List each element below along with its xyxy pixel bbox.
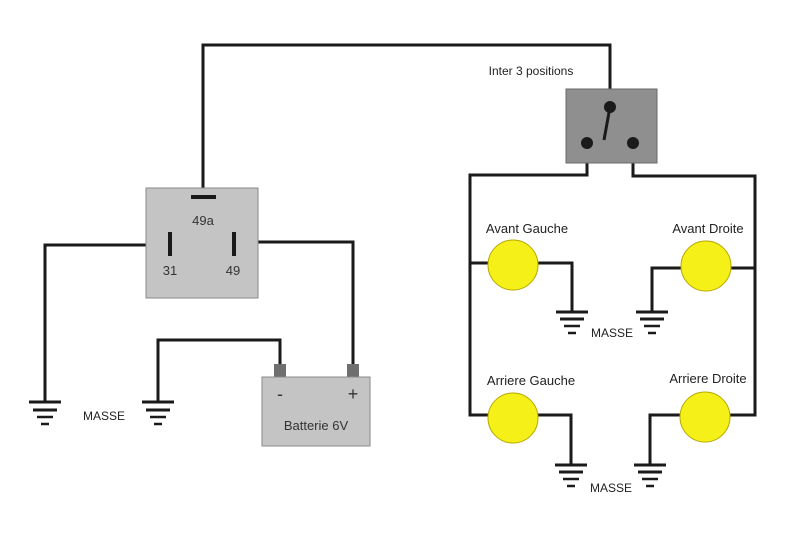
ground-left-1 [29,400,61,426]
ground-icon [29,400,61,426]
relay-pin-49a-label: 49a [192,213,214,228]
relay-pin-49a [191,195,216,199]
lamp-rear-left-label: Arriere Gauche [487,373,575,388]
ground-icon [636,310,668,335]
lamp-rear-left [487,392,539,444]
ground-left-2 [142,400,174,426]
ground-middle-label: MASSE [591,326,633,340]
lamp-front-right [680,240,732,292]
relay-pin-49 [232,232,236,256]
relay-pin-31-label: 31 [163,263,177,278]
battery: - + Batterie 6V [261,364,371,447]
ground-left-label: MASSE [83,409,125,423]
lamp-front-left-label: Avant Gauche [486,221,568,236]
ground-bottom-label: MASSE [590,481,632,495]
relay-pin-31 [168,232,172,256]
ground-front-left [556,310,588,335]
relay: 49a 31 49 [145,187,259,299]
ground-rear-right [634,463,666,488]
switch-terminal-left [581,137,593,149]
switch-terminal-center [604,101,616,113]
wire-battery-negative-to-ground [156,338,282,404]
wire-49-to-battery-positive [233,240,355,367]
battery-positive-terminal [347,364,359,378]
lamp-front-right-label: Avant Droite [672,221,743,236]
battery-negative-terminal [274,364,286,378]
switch: Inter 3 positions [489,64,658,164]
wire-rear-right-lamp-ground [648,413,682,467]
lamp-front-left [487,239,539,291]
switch-body [565,88,658,164]
lamp-rear-right-label: Arriere Droite [669,371,746,386]
wire-49a-to-switch [201,43,612,197]
battery-negative-sign: - [277,384,283,404]
relay-pin-49-label: 49 [226,263,240,278]
wire-rear-left-lamp-ground [536,413,573,467]
wire-front-right-lamp-ground [650,266,683,314]
wire-front-left-lamp-ground [536,261,574,314]
ground-icon [142,400,174,426]
relay-body [145,187,259,299]
ground-front-right [636,310,668,335]
lamp-rear-right [679,391,731,443]
ground-icon [634,463,666,488]
battery-positive-sign: + [348,384,359,404]
wire-switch-right-bus [631,141,757,417]
wire-switch-left-bus [468,141,589,417]
wire-31-to-ground [43,243,172,404]
lamps: Avant Gauche Avant Droite Arriere Gauche… [486,221,747,444]
ground-icon [556,310,588,335]
switch-terminal-right [627,137,639,149]
ground-icon [555,463,587,488]
ground-rear-left [555,463,587,488]
battery-body [261,376,371,447]
battery-label: Batterie 6V [284,418,349,433]
switch-label: Inter 3 positions [489,64,574,78]
wires [43,43,757,467]
